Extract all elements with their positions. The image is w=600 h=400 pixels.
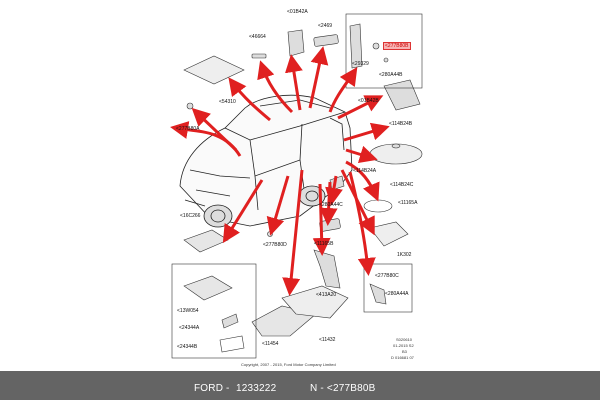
ref-code-2: 01-2015 S2 <box>393 343 414 348</box>
footer-brand: FORD <box>194 383 224 394</box>
footer-bar <box>0 371 600 400</box>
label-54310: <54310 <box>219 99 236 105</box>
label-11165b: <11165B <box>314 241 334 247</box>
footer-code: N - <277B80B <box>310 383 376 394</box>
label-13w054: <13W054 <box>177 308 199 314</box>
ref-code-1: S020610 <box>396 337 413 342</box>
label-11454: <11454 <box>262 341 279 347</box>
label-1k302: 1K302 <box>397 252 412 258</box>
inset-boxes <box>171 13 423 359</box>
label-46664: <46664 <box>249 34 266 40</box>
label-413a20: <413A20 <box>316 292 337 298</box>
parts-sketches <box>183 23 423 353</box>
label-16c266: <16C266 <box>180 213 201 219</box>
label-277b80b: <277B80B <box>385 43 409 49</box>
label-114b24b: <114B24B <box>389 121 413 127</box>
label-280a44b: <280A44B <box>379 72 403 78</box>
label-277b80c: <277B80C <box>375 273 399 279</box>
footer-part-number: 1233222 <box>236 383 277 394</box>
label-01b42b: <01B42B <box>358 98 379 104</box>
label-277b80d: <277B80D <box>263 242 287 248</box>
label-24344b: <24344B <box>177 344 198 350</box>
label-11165a: <11165A <box>398 200 418 206</box>
label-01b42a-top: <01B42A <box>287 9 308 15</box>
ref-code-4: D 016681 07 <box>391 355 414 360</box>
label-2469: <2469 <box>318 23 333 29</box>
copyright-text: Copyright, 2007 - 2015, Ford Motor Compa… <box>241 362 336 367</box>
ref-code-3: B3 <box>402 349 407 354</box>
footer-separator: - <box>226 383 230 394</box>
label-24344a: <24344A <box>179 325 200 331</box>
label-29329: <29329 <box>352 61 369 67</box>
arrows <box>170 46 390 296</box>
label-11432: <11432 <box>319 337 336 343</box>
highlight-box <box>383 42 411 50</box>
vehicle-illustration <box>179 94 353 228</box>
label-280a44a: <280A44A <box>385 291 409 297</box>
label-114b24c: <114B24C <box>390 182 414 188</box>
label-114b24a: <114B24A <box>353 168 377 174</box>
label-280a44c: <280A44C <box>319 202 343 208</box>
label-277b80a: <277B80A <box>176 126 200 132</box>
